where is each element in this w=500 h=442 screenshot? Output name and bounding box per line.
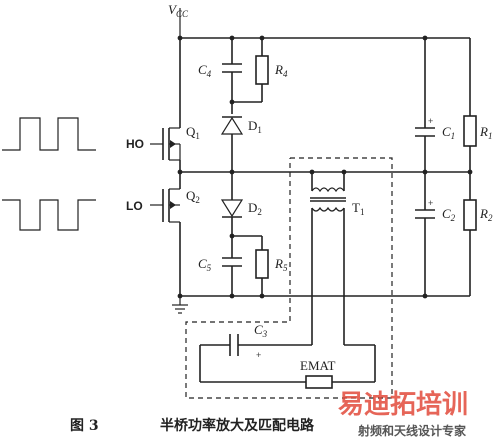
r2-resistor <box>463 199 477 231</box>
c3-plus-mark: + <box>256 350 261 360</box>
label-d2: D <box>248 200 257 215</box>
r4-resistor <box>255 55 269 85</box>
matching-network-boundary <box>185 157 393 399</box>
c3-capacitor <box>229 334 239 356</box>
svg-text:C5: C5 <box>198 256 212 273</box>
svg-text:C3: C3 <box>254 322 268 339</box>
label-emat: EMAT <box>300 358 335 373</box>
svg-text:R2: R2 <box>479 206 493 223</box>
label-d1: D <box>248 118 257 133</box>
d1-diode <box>220 102 244 172</box>
lo-square-wave <box>2 199 96 231</box>
c2-capacitor <box>415 209 435 219</box>
watermark-brand: 易迪拓培训 <box>338 390 468 420</box>
svg-text:C4: C4 <box>198 62 212 79</box>
svg-text:D2: D2 <box>248 200 262 217</box>
c4-capacitor <box>222 63 242 73</box>
label-c4-sub: 4 <box>207 69 212 79</box>
watermark-subtitle: 射频和天线设计专家 <box>357 423 467 438</box>
svg-text:R5: R5 <box>274 256 288 273</box>
label-vcc-sub: CC <box>176 9 189 19</box>
svg-text:T1: T1 <box>352 200 364 217</box>
svg-text:Q1: Q1 <box>186 124 200 141</box>
svg-text:D1: D1 <box>248 118 262 135</box>
t1-transformer <box>310 187 346 212</box>
ho-square-wave <box>2 117 96 151</box>
ground-icon <box>172 296 188 314</box>
label-r4: R <box>274 62 283 77</box>
label-q1-sub: 1 <box>195 131 200 141</box>
label-q2: Q <box>186 188 196 203</box>
q2-mosfet <box>150 188 180 223</box>
c1-plus-mark: + <box>428 116 433 126</box>
label-vcc: V <box>168 2 178 17</box>
label-c2: C <box>442 206 451 221</box>
label-r5: R <box>274 256 283 271</box>
label-t1-sub: 1 <box>360 207 365 217</box>
label-r5-sub: 5 <box>283 263 288 273</box>
label-c4: C <box>198 62 207 77</box>
label-lo: LO <box>126 199 143 213</box>
q1-mosfet <box>150 127 180 161</box>
c2-plus-mark: + <box>428 198 433 208</box>
r5-resistor <box>255 249 269 279</box>
figure-number: 图 3 <box>70 418 99 434</box>
emat-load <box>305 375 333 389</box>
label-r2: R <box>479 206 488 221</box>
c5-capacitor <box>222 257 242 267</box>
svg-text:Q2: Q2 <box>186 188 200 205</box>
label-d1-sub: 1 <box>257 125 262 135</box>
label-c1: C <box>442 124 451 139</box>
label-ho: HO <box>126 137 144 151</box>
svg-text:C2: C2 <box>442 206 456 223</box>
label-c3-sub: 3 <box>262 329 268 339</box>
label-c1-sub: 1 <box>451 131 456 141</box>
figure-title: 半桥功率放大及匹配电路 <box>160 417 315 434</box>
label-r4-sub: 4 <box>283 69 288 79</box>
label-t1: T <box>352 200 360 215</box>
label-c2-sub: 2 <box>451 213 456 223</box>
label-q1: Q <box>186 124 196 139</box>
svg-text:R1: R1 <box>479 124 492 141</box>
label-c5-sub: 5 <box>207 263 212 273</box>
svg-text:VCC: VCC <box>168 2 189 19</box>
label-r1-sub: 1 <box>488 131 493 141</box>
c1-capacitor <box>415 127 435 137</box>
r1-resistor <box>463 115 477 147</box>
label-c3: C <box>254 322 263 337</box>
label-r2-sub: 2 <box>488 213 493 223</box>
d2-diode <box>220 172 244 236</box>
label-d2-sub: 2 <box>257 207 262 217</box>
label-q2-sub: 2 <box>195 195 200 205</box>
label-r1: R <box>479 124 488 139</box>
svg-text:C1: C1 <box>442 124 455 141</box>
svg-text:R4: R4 <box>274 62 288 79</box>
label-c5: C <box>198 256 207 271</box>
